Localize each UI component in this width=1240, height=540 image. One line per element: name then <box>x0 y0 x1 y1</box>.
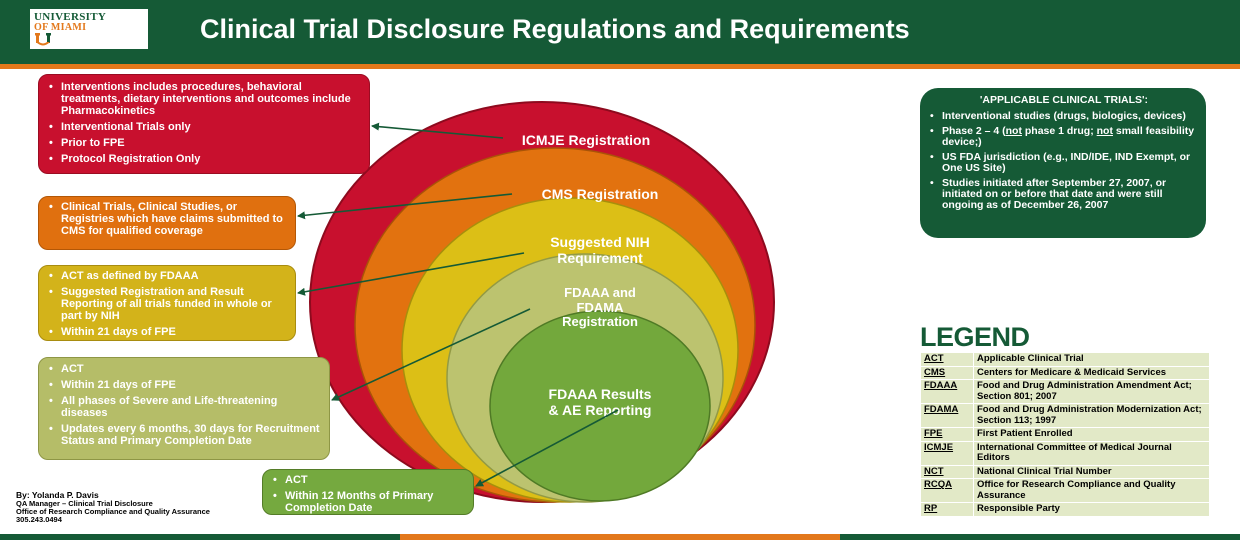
legend-definition: Food and Drug Administration Modernizati… <box>973 403 1210 428</box>
author-name: By: Yolanda P. Davis <box>16 490 99 500</box>
ring-label-nih-1: Suggested NIH <box>550 234 650 250</box>
arrow-results <box>475 409 619 487</box>
ring-label-cms: CMS Registration <box>542 186 659 202</box>
applicable-item-2-b: not <box>1005 125 1022 137</box>
legend-definition: Applicable Clinical Trial <box>973 352 1210 367</box>
arrow-icmje <box>371 122 504 139</box>
nih-item-1: ACT as defined by FDAAA <box>49 270 289 282</box>
page-title: Clinical Trial Disclosure Regulations an… <box>200 14 910 44</box>
legend-abbr: RCQA <box>920 478 974 503</box>
ring-label-fdama-1: FDAAA and <box>564 285 636 300</box>
fdaaa-item-3: All phases of Severe and Life-threatenin… <box>49 395 323 419</box>
cms-item-1: Clinical Trials, Clinical Studies, or Re… <box>49 201 289 237</box>
cms-requirements-box: Clinical Trials, Clinical Studies, or Re… <box>38 196 296 250</box>
ring-label-results-1: FDAAA Results <box>549 386 652 402</box>
header-bar: UNIVERSITY OF MIAMI Clinical Trial Discl… <box>0 0 1240 64</box>
fdaaa-item-2: Within 21 days of FPE <box>49 379 323 391</box>
icmje-item-3: Prior to FPE <box>49 137 363 149</box>
university-logo: UNIVERSITY OF MIAMI <box>30 9 148 49</box>
icmje-item-1: Interventions includes procedures, behav… <box>49 81 363 117</box>
fdaaa-item-1: ACT <box>49 363 323 375</box>
applicable-item-2-d: not <box>1096 125 1113 137</box>
legend-definition: Responsible Party <box>973 502 1210 517</box>
header-stripe <box>0 64 1240 69</box>
results-reporting-box: ACT Within 12 Months of Primary Completi… <box>262 469 474 515</box>
fdaaa-item-4: Updates every 6 months, 30 days for Recr… <box>49 423 323 447</box>
legend-abbr: ICMJE <box>920 440 974 466</box>
legend-definition: Centers for Medicare & Medicaid Services <box>973 365 1210 380</box>
author-phone: 305.243.0494 <box>16 515 62 524</box>
nih-item-3: Within 21 days of FPE <box>49 326 289 338</box>
icmje-requirements-box: Interventions includes procedures, behav… <box>38 74 370 174</box>
logo-line-2: OF MIAMI <box>34 22 87 33</box>
arrow-nih <box>297 252 525 296</box>
legend-abbr: FDAMA <box>920 403 974 428</box>
applicable-item-2-e: small feasibility device;) <box>942 125 1195 148</box>
author-office: Office of Research Compliance and Qualit… <box>16 507 210 516</box>
u-logo-icon <box>35 33 51 46</box>
legend-abbr: CMS <box>920 365 974 380</box>
applicable-item-2-a: Phase 2 – 4 ( <box>942 125 1006 137</box>
legend-definition: International Committee of Medical Journ… <box>973 440 1210 466</box>
legend-definition: National Clinical Trial Number <box>973 464 1210 479</box>
arrow-fdama <box>331 308 531 401</box>
ring-label-fdama-2: FDAMA <box>577 300 625 315</box>
applicable-item-2-c: phase 1 drug; <box>1021 125 1097 137</box>
results-item-2: Within 12 Months of Primary Completion D… <box>273 490 467 514</box>
logo-line-1: UNIVERSITY <box>34 11 107 23</box>
icmje-item-2: Interventional Trials only <box>49 121 363 133</box>
applicable-item-4: Studies initiated after September 27, 20… <box>930 178 1198 211</box>
legend-heading: LEGEND <box>920 322 1030 352</box>
applicable-item-2: Phase 2 – 4 (not phase 1 drug; not small… <box>930 126 1198 148</box>
ring-label-nih-2: Requirement <box>557 250 643 266</box>
nih-item-2: Suggested Registration and Result Report… <box>49 286 289 322</box>
legend-abbr: FDAAA <box>920 379 974 404</box>
fdaaa-registration-box: ACT Within 21 days of FPE All phases of … <box>38 357 330 460</box>
author-block: By: Yolanda P. Davis QA Manager – Clinic… <box>16 490 210 524</box>
ring-label-fdama-3: Registration <box>562 314 638 329</box>
arrow-cms <box>297 193 513 220</box>
legend-definition: First Patient Enrolled <box>973 427 1210 442</box>
legend-abbr: FPE <box>920 427 974 442</box>
legend-abbr: NCT <box>920 464 974 479</box>
applicable-trials-title: 'APPLICABLE CLINICAL TRIALS': <box>979 94 1149 106</box>
ring-results <box>489 310 711 502</box>
author-role: QA Manager – Clinical Trial Disclosure <box>16 499 153 508</box>
footer-bar <box>0 534 1240 540</box>
legend-abbr: RP <box>920 502 974 517</box>
nih-requirements-box: ACT as defined by FDAAA Suggested Regist… <box>38 265 296 341</box>
ring-label-icmje: ICMJE Registration <box>522 132 650 148</box>
legend-definition: Food and Drug Administration Amendment A… <box>973 379 1210 404</box>
results-item-1: ACT <box>273 474 467 486</box>
icmje-item-4: Protocol Registration Only <box>49 153 363 165</box>
ring-label-results-2: & AE Reporting <box>549 402 652 418</box>
applicable-trials-box: 'APPLICABLE CLINICAL TRIALS': Interventi… <box>920 88 1206 238</box>
applicable-item-3: US FDA jurisdiction (e.g., IND/IDE, IND … <box>930 152 1198 174</box>
legend-definition: Office for Research Compliance and Quali… <box>973 478 1210 503</box>
legend-abbr: ACT <box>920 352 974 367</box>
applicable-item-1: Interventional studies (drugs, biologics… <box>930 111 1198 123</box>
